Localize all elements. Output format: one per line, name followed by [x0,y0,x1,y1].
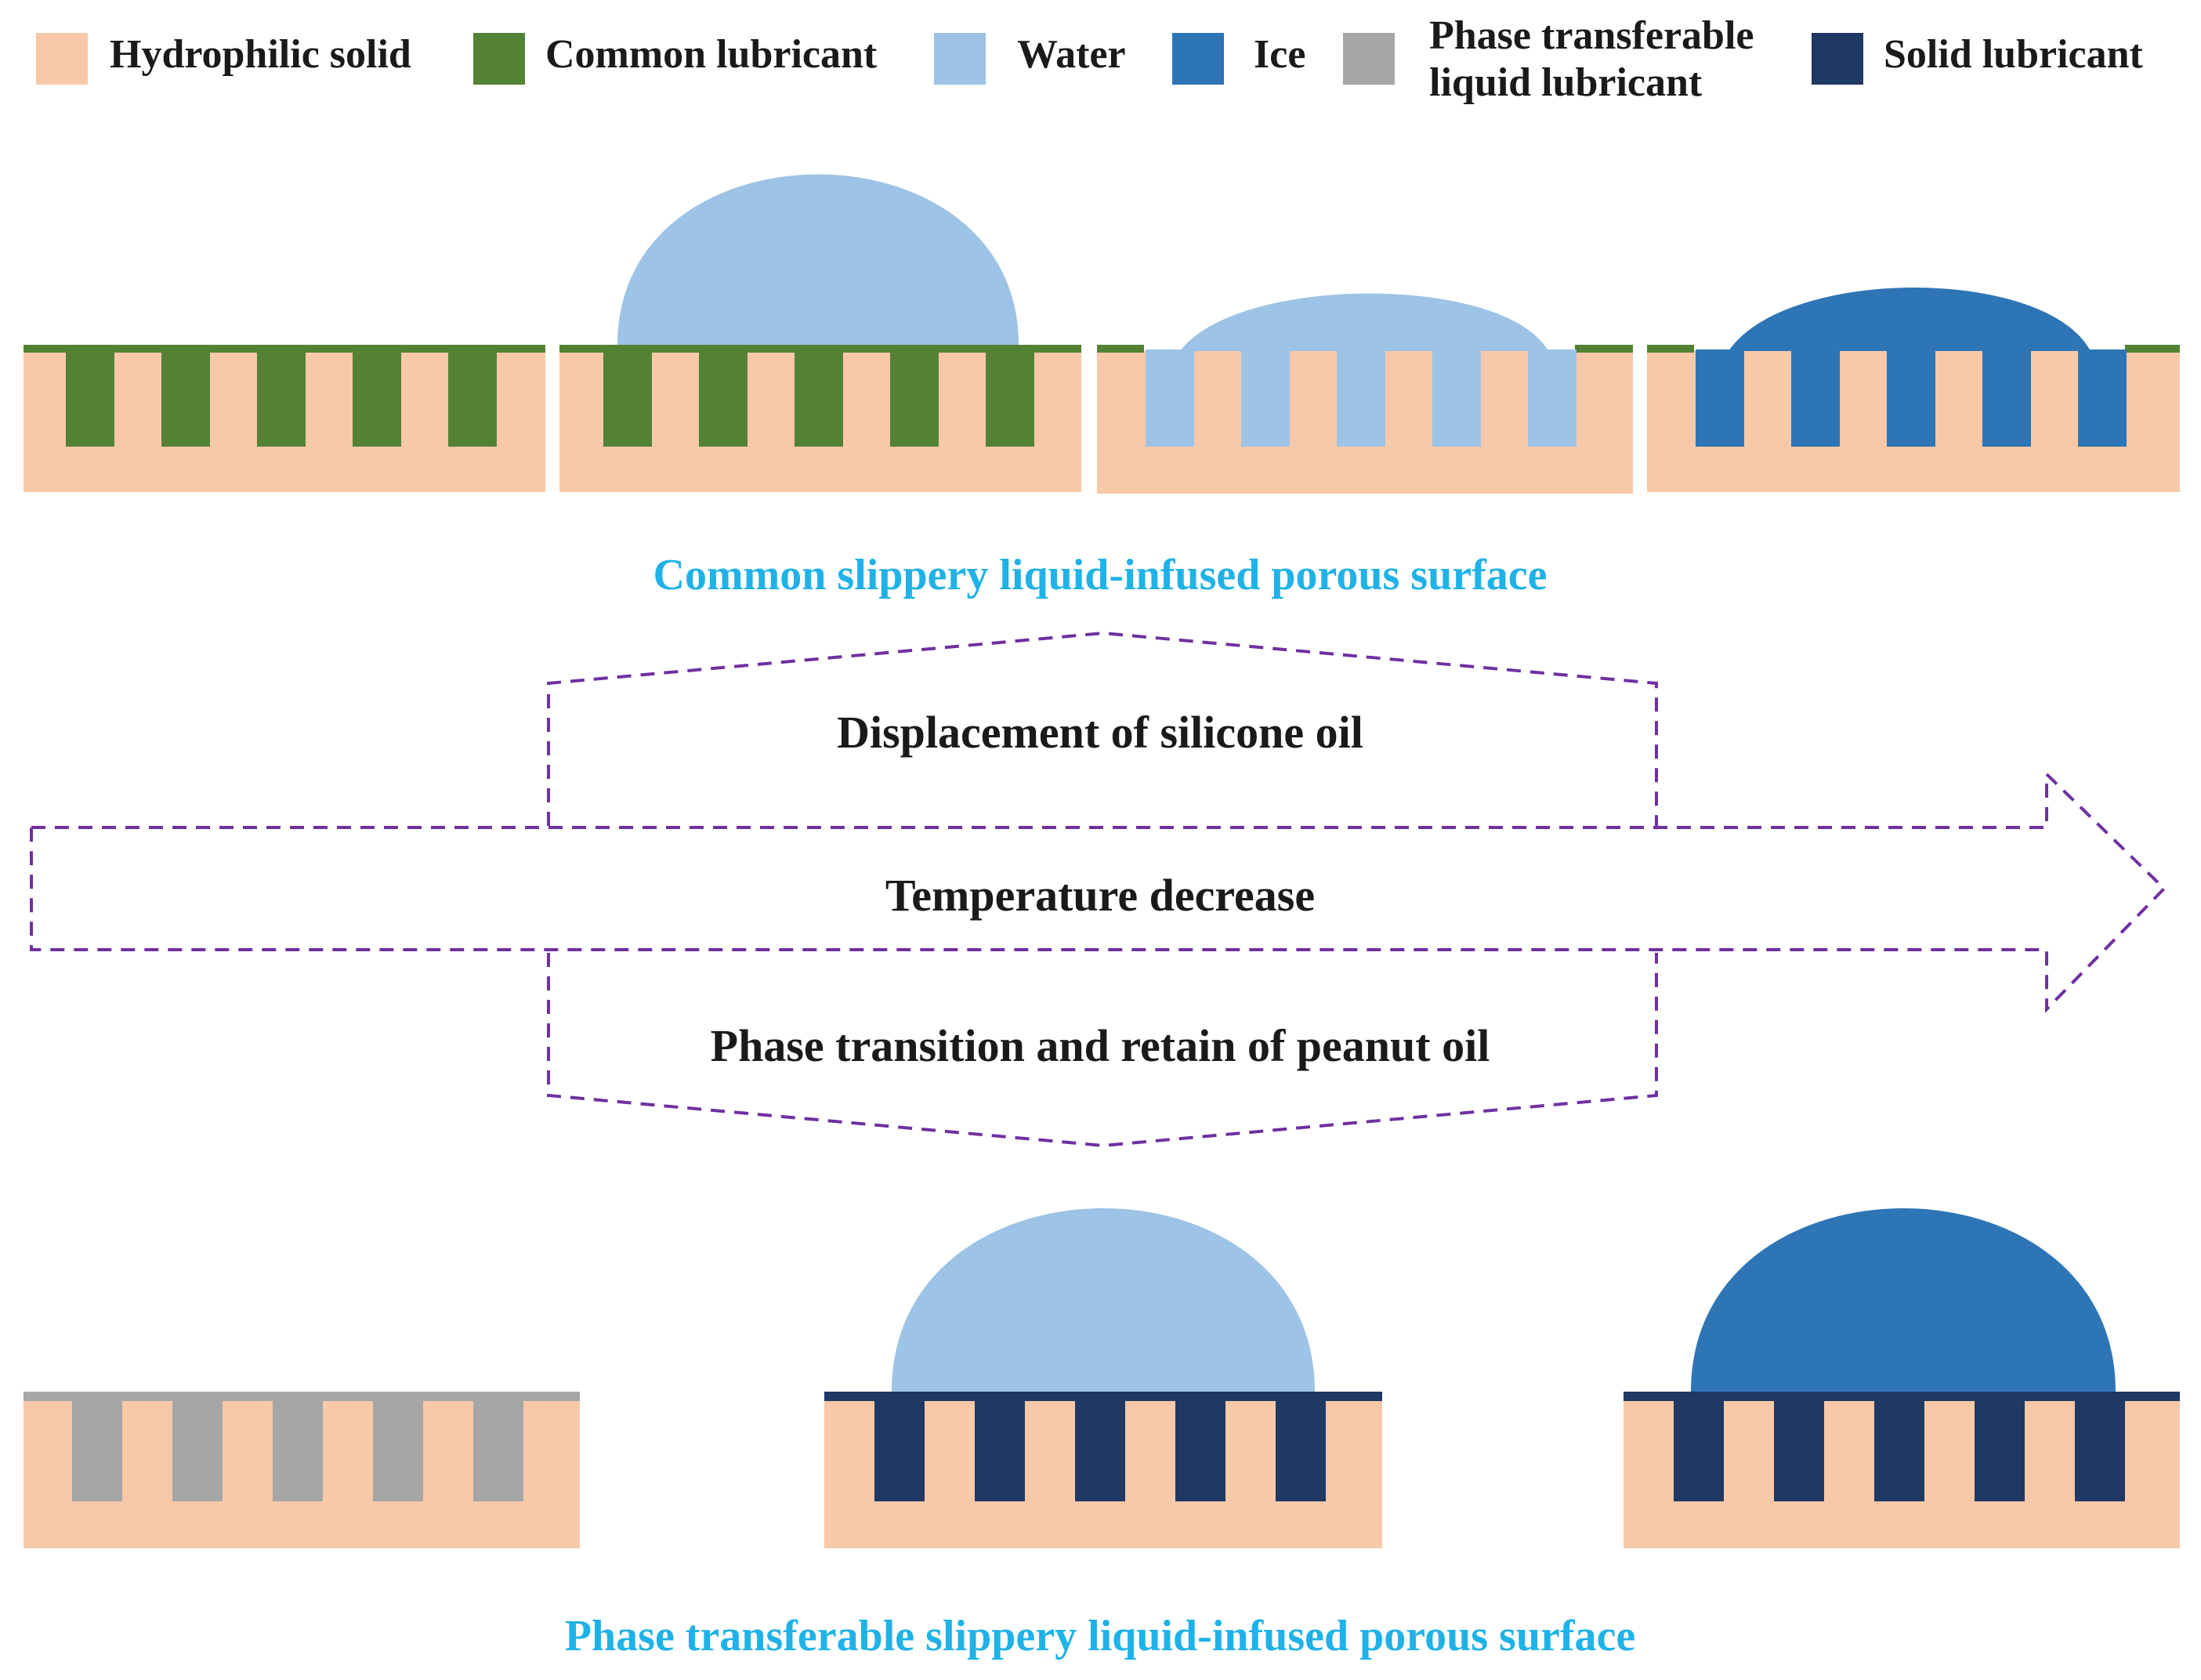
ice-droplet [1691,1208,2116,1392]
flow-label-temperature-decrease: Temperature decrease [885,870,1315,921]
pore [473,1401,523,1501]
legend-item-ice: Ice [1172,32,1305,85]
pore [1075,1401,1125,1501]
top-panel-4 [1647,288,2180,492]
legend-label-hydrophilic-solid: Hydrophilic solid [110,32,411,77]
upper-branch-outline [547,631,1658,835]
flow-label-phase-transition: Phase transition and retain of peanut oi… [711,1020,1490,1071]
top-panel-1 [24,345,545,492]
bottom-panel-1 [24,1392,580,1548]
pore [1276,1401,1326,1501]
pore [603,353,652,447]
pore [353,353,401,447]
solid-lubricant-film [1624,1392,2180,1401]
pore [1175,1401,1225,1501]
bottom-caption: Phase transferable slippery liquid-infus… [565,1612,1635,1660]
pore [172,1401,223,1501]
flow-schematic [30,631,2167,1148]
legend-swatch-hydrophilic-solid [36,33,88,85]
water-droplet [892,1208,1315,1392]
legend-item-hydrophilic-solid: Hydrophilic solid [36,32,411,85]
pore [975,1401,1025,1501]
water-droplet [617,174,1019,345]
legend: Hydrophilic solid Common lubricant Water… [36,13,2144,105]
pore [2078,349,2127,447]
pore [1887,349,1935,447]
pore [699,353,748,447]
lower-branch-outline [547,953,1658,1148]
lubricant-film-left [1647,345,1694,353]
legend-swatch-phase-transferable-liquid-lubricant [1343,33,1395,85]
lubricant-film-right [1575,345,1633,353]
pore [1241,349,1290,447]
legend-swatch-ice [1172,33,1224,85]
top-row-panels [24,174,2180,494]
pore [1774,1401,1824,1501]
legend-label-common-lubricant: Common lubricant [545,32,878,77]
water-droplet-spread [1180,293,1548,351]
pore [1674,1401,1724,1501]
pore [890,353,939,447]
pore [66,353,114,447]
solid-lubricant-film [824,1392,1382,1401]
top-caption: Common slippery liquid-infused porous su… [653,551,1548,599]
pore [1146,349,1194,447]
legend-label-phase-transferable-line1: Phase transferable [1429,13,1754,58]
legend-swatch-water [934,33,986,85]
legend-item-phase-transferable-liquid-lubricant: Phase transferable liquid lubricant [1343,13,1754,105]
legend-swatch-solid-lubricant [1812,33,1863,85]
top-panel-2 [559,174,1081,492]
pore [1337,349,1385,447]
pore [72,1401,122,1501]
lubricant-film-right [2125,345,2180,353]
pore [795,353,843,447]
pore [373,1401,423,1501]
temperature-arrow-outline [30,770,2167,1013]
phase-transferable-film [24,1392,580,1401]
ice-droplet-spread [1729,288,2091,351]
pore [1874,1401,1924,1501]
pore [1432,349,1481,447]
legend-label-phase-transferable-line2: liquid lubricant [1429,60,1703,105]
bottom-panel-2 [824,1208,1382,1548]
flow-label-displacement: Displacement of silicone oil [837,707,1363,758]
bottom-row-panels [24,1208,2180,1548]
legend-item-common-lubricant: Common lubricant [473,32,878,85]
pore [2075,1401,2125,1501]
legend-label-solid-lubricant: Solid lubricant [1884,32,2144,77]
lubricant-film [559,345,1081,353]
pore [273,1401,323,1501]
pore [161,353,210,447]
top-panel-3 [1097,293,1633,494]
pore [448,353,497,447]
pore [1982,349,2031,447]
legend-swatch-common-lubricant [473,33,525,85]
pore [1696,349,1744,447]
pore [1791,349,1840,447]
lubricant-film-left [1097,345,1144,353]
pore [1975,1401,2025,1501]
lubricant-film [24,345,545,353]
legend-item-water: Water [934,32,1126,85]
bottom-panel-3 [1624,1208,2180,1548]
legend-label-water: Water [1017,32,1126,77]
pore [986,353,1034,447]
pore [257,353,306,447]
legend-item-solid-lubricant: Solid lubricant [1812,32,2144,85]
pore [874,1401,925,1501]
legend-label-ice: Ice [1254,32,1305,77]
pore [1528,349,1577,447]
